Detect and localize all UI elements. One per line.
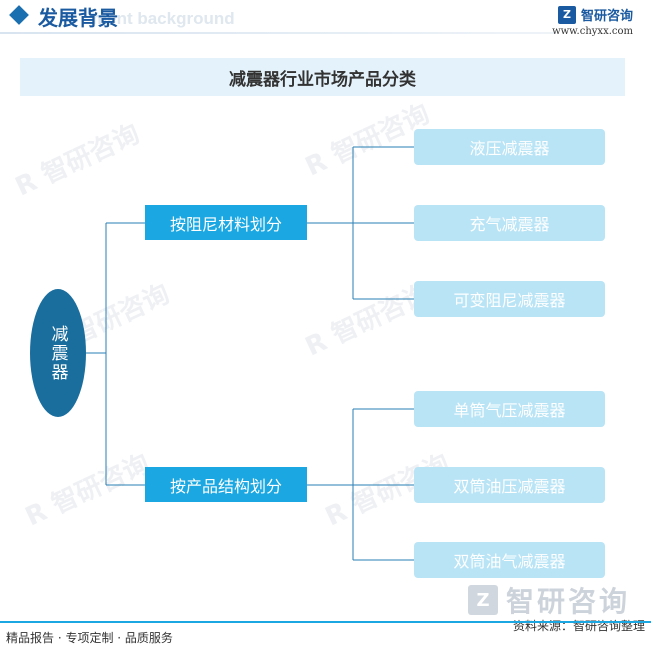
section-title: 发展背景 — [38, 6, 118, 30]
branch-node: 按阻尼材料划分 — [145, 205, 307, 240]
brand-url: www.chyxx.com — [552, 26, 633, 37]
brand-name: 智研咨询 — [580, 9, 633, 24]
section-title-en: ment background — [92, 9, 235, 28]
root-label: 减震器 — [47, 324, 68, 382]
brand-watermark-name: 智研咨询 — [506, 585, 631, 618]
brand-watermark: Z 智研咨询 — [468, 580, 630, 620]
diagram-title-bar: 减震器行业市场产品分类 — [20, 58, 625, 96]
leaf-node: 单筒气压减震器 — [414, 391, 605, 427]
leaf-label: 单筒气压减震器 — [453, 401, 566, 420]
branch-label: 按产品结构划分 — [169, 476, 282, 496]
page-header: ment background 发展背景 Z 智研咨询 www.chyxx.co… — [0, 0, 651, 40]
leaf-node: 液压减震器 — [414, 129, 605, 165]
brand: Z 智研咨询 — [557, 5, 633, 24]
footer-services: 精品报告 · 专项定制 · 品质服务 — [6, 631, 173, 645]
leaf-label: 液压减震器 — [469, 139, 550, 158]
leaf-label: 双筒油压减震器 — [453, 477, 566, 496]
leaf-label: 充气减震器 — [469, 215, 550, 234]
branch-node: 按产品结构划分 — [145, 467, 307, 502]
leaf-label: 可变阻尼减震器 — [453, 291, 566, 310]
diagram-title: 减震器行业市场产品分类 — [229, 69, 416, 90]
chyxx-logo-icon: Z — [557, 5, 576, 24]
leaf-node: 可变阻尼减震器 — [414, 281, 605, 317]
leaf-label: 双筒油气减震器 — [453, 552, 566, 571]
leaf-node: 双筒油压减震器 — [414, 467, 605, 503]
header-divider — [0, 32, 555, 34]
leaf-node: 充气减震器 — [414, 205, 605, 241]
branch-label: 按阻尼材料划分 — [169, 214, 282, 234]
footer-divider — [0, 621, 651, 623]
leaf-node: 双筒油气减震器 — [414, 542, 605, 578]
chyxx-logo-icon: Z — [468, 585, 498, 615]
source-note: 资料来源：智研咨询整理 — [512, 619, 645, 633]
root-node: 减震器 — [30, 289, 86, 417]
